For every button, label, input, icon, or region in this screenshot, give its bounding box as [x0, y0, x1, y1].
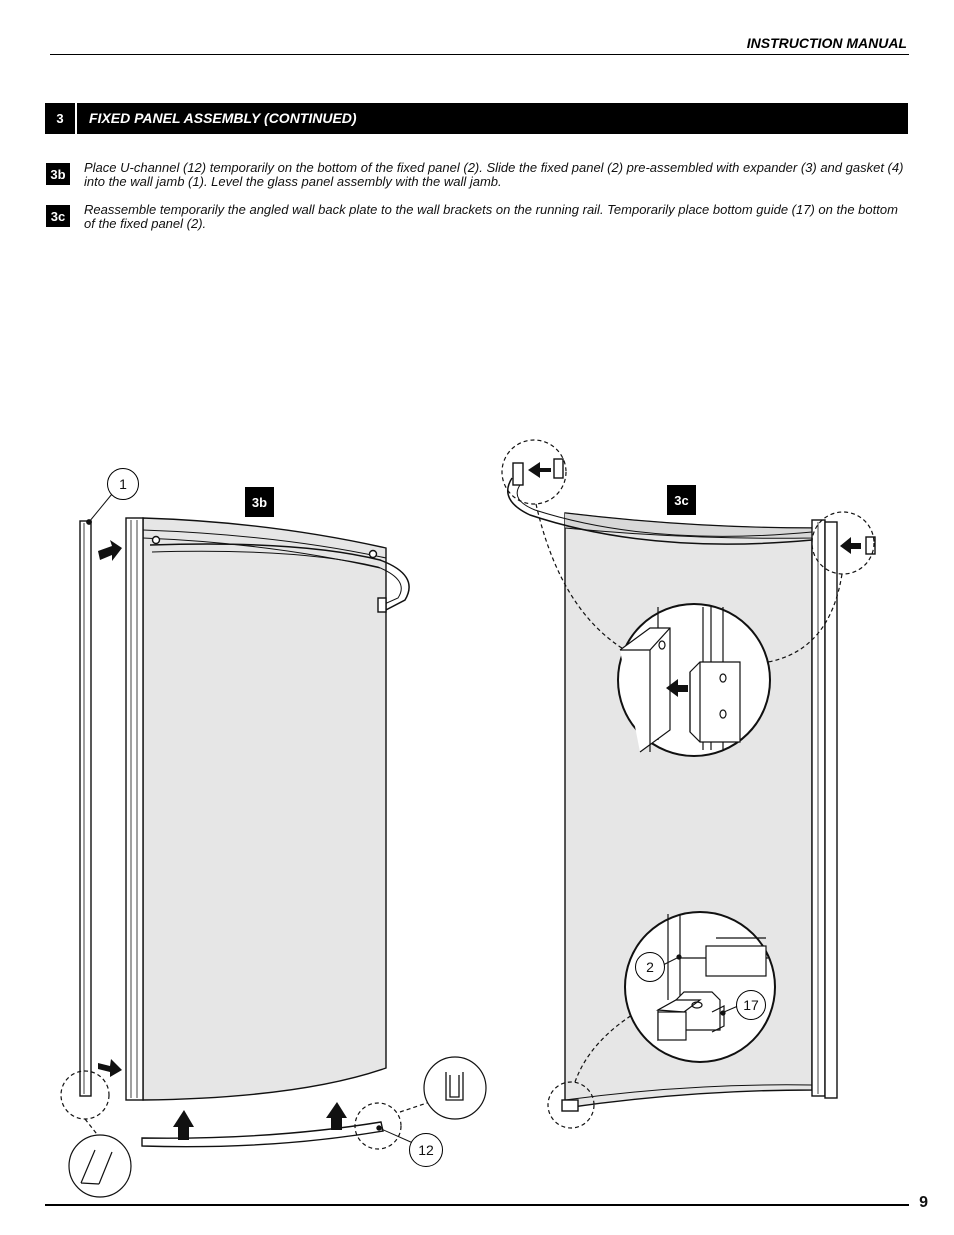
- fixed-glass-panel-3b: [142, 517, 387, 1101]
- curved-header-rail: [149, 543, 410, 613]
- callout-wall-jamb: 1: [107, 468, 139, 500]
- callout-bottom-guide: 17: [736, 990, 766, 1020]
- arrow-right-icon: [98, 540, 122, 561]
- bottom-guide-detail-circle: [624, 911, 776, 1063]
- figure-3b-artwork: [79, 517, 410, 1148]
- section-number: 3: [45, 103, 77, 134]
- u-channel-dashed-circle: [354, 1102, 402, 1150]
- u-channel-section-detail: [423, 1056, 487, 1120]
- arrows-3b: [98, 540, 347, 1140]
- wall-plate-dashed-circle: [811, 511, 875, 575]
- figure-label-3b: 3b: [245, 487, 274, 517]
- header-rule: [50, 54, 909, 55]
- step-text-3b: Place U-channel (12) temporarily on the …: [84, 160, 904, 189]
- detail-callouts-3b: [60, 493, 487, 1198]
- curved-header-rail-3c: [507, 477, 813, 545]
- wall-jamb: [79, 520, 92, 1097]
- arrow-left-icon: [666, 679, 688, 697]
- section-title: FIXED PANEL ASSEMBLY (CONTINUED): [89, 110, 357, 126]
- header-title: INSTRUCTION MANUAL: [746, 35, 907, 51]
- arrow-right-icon: [98, 1059, 122, 1077]
- footer-rule: [45, 1204, 909, 1206]
- arrow-up-icon: [326, 1102, 347, 1130]
- arrow-left-icon: [840, 537, 861, 554]
- callout-u-channel: 12: [409, 1133, 443, 1167]
- section-bar: 3 FIXED PANEL ASSEMBLY (CONTINUED): [45, 103, 908, 134]
- arrow-left-icon: [528, 462, 551, 478]
- callout-fixed-panel: 2: [635, 952, 665, 982]
- u-channel-piece: [141, 1121, 384, 1148]
- page-number: 9: [919, 1194, 928, 1211]
- bottom-guide-dashed-circle: [547, 1081, 595, 1129]
- detail-callouts-3c: [501, 439, 875, 1129]
- jamb-section-detail: [68, 1134, 132, 1198]
- rail-end-dashed-circle: [501, 439, 567, 505]
- step-text-3c: Reassemble temporarily the angled wall b…: [84, 202, 898, 231]
- step-badge-3b: 3b: [46, 163, 70, 185]
- bottom-guide-rail: [564, 1084, 813, 1101]
- figure-label-3c: 3c: [667, 485, 696, 515]
- wall-jamb-3c: [811, 519, 826, 1097]
- arrow-up-icon: [173, 1110, 194, 1140]
- step-badge-3c: 3c: [46, 205, 70, 227]
